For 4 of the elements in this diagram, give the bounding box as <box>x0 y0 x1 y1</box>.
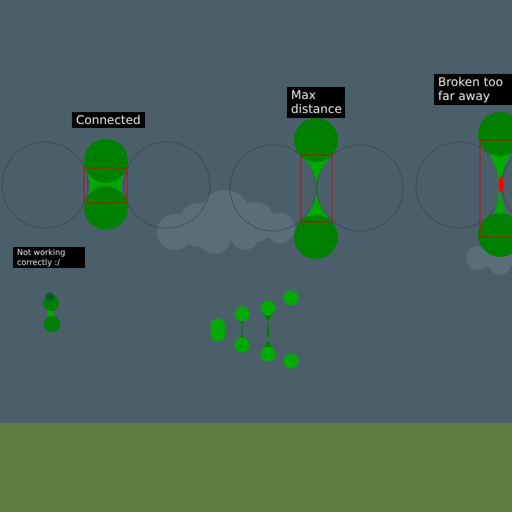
caption-label: Connected <box>72 112 145 128</box>
caption-label: Broken too far away <box>434 74 512 105</box>
caption-label: Max distance <box>287 87 345 118</box>
caption-label: Not working correctly :/ <box>13 247 85 268</box>
